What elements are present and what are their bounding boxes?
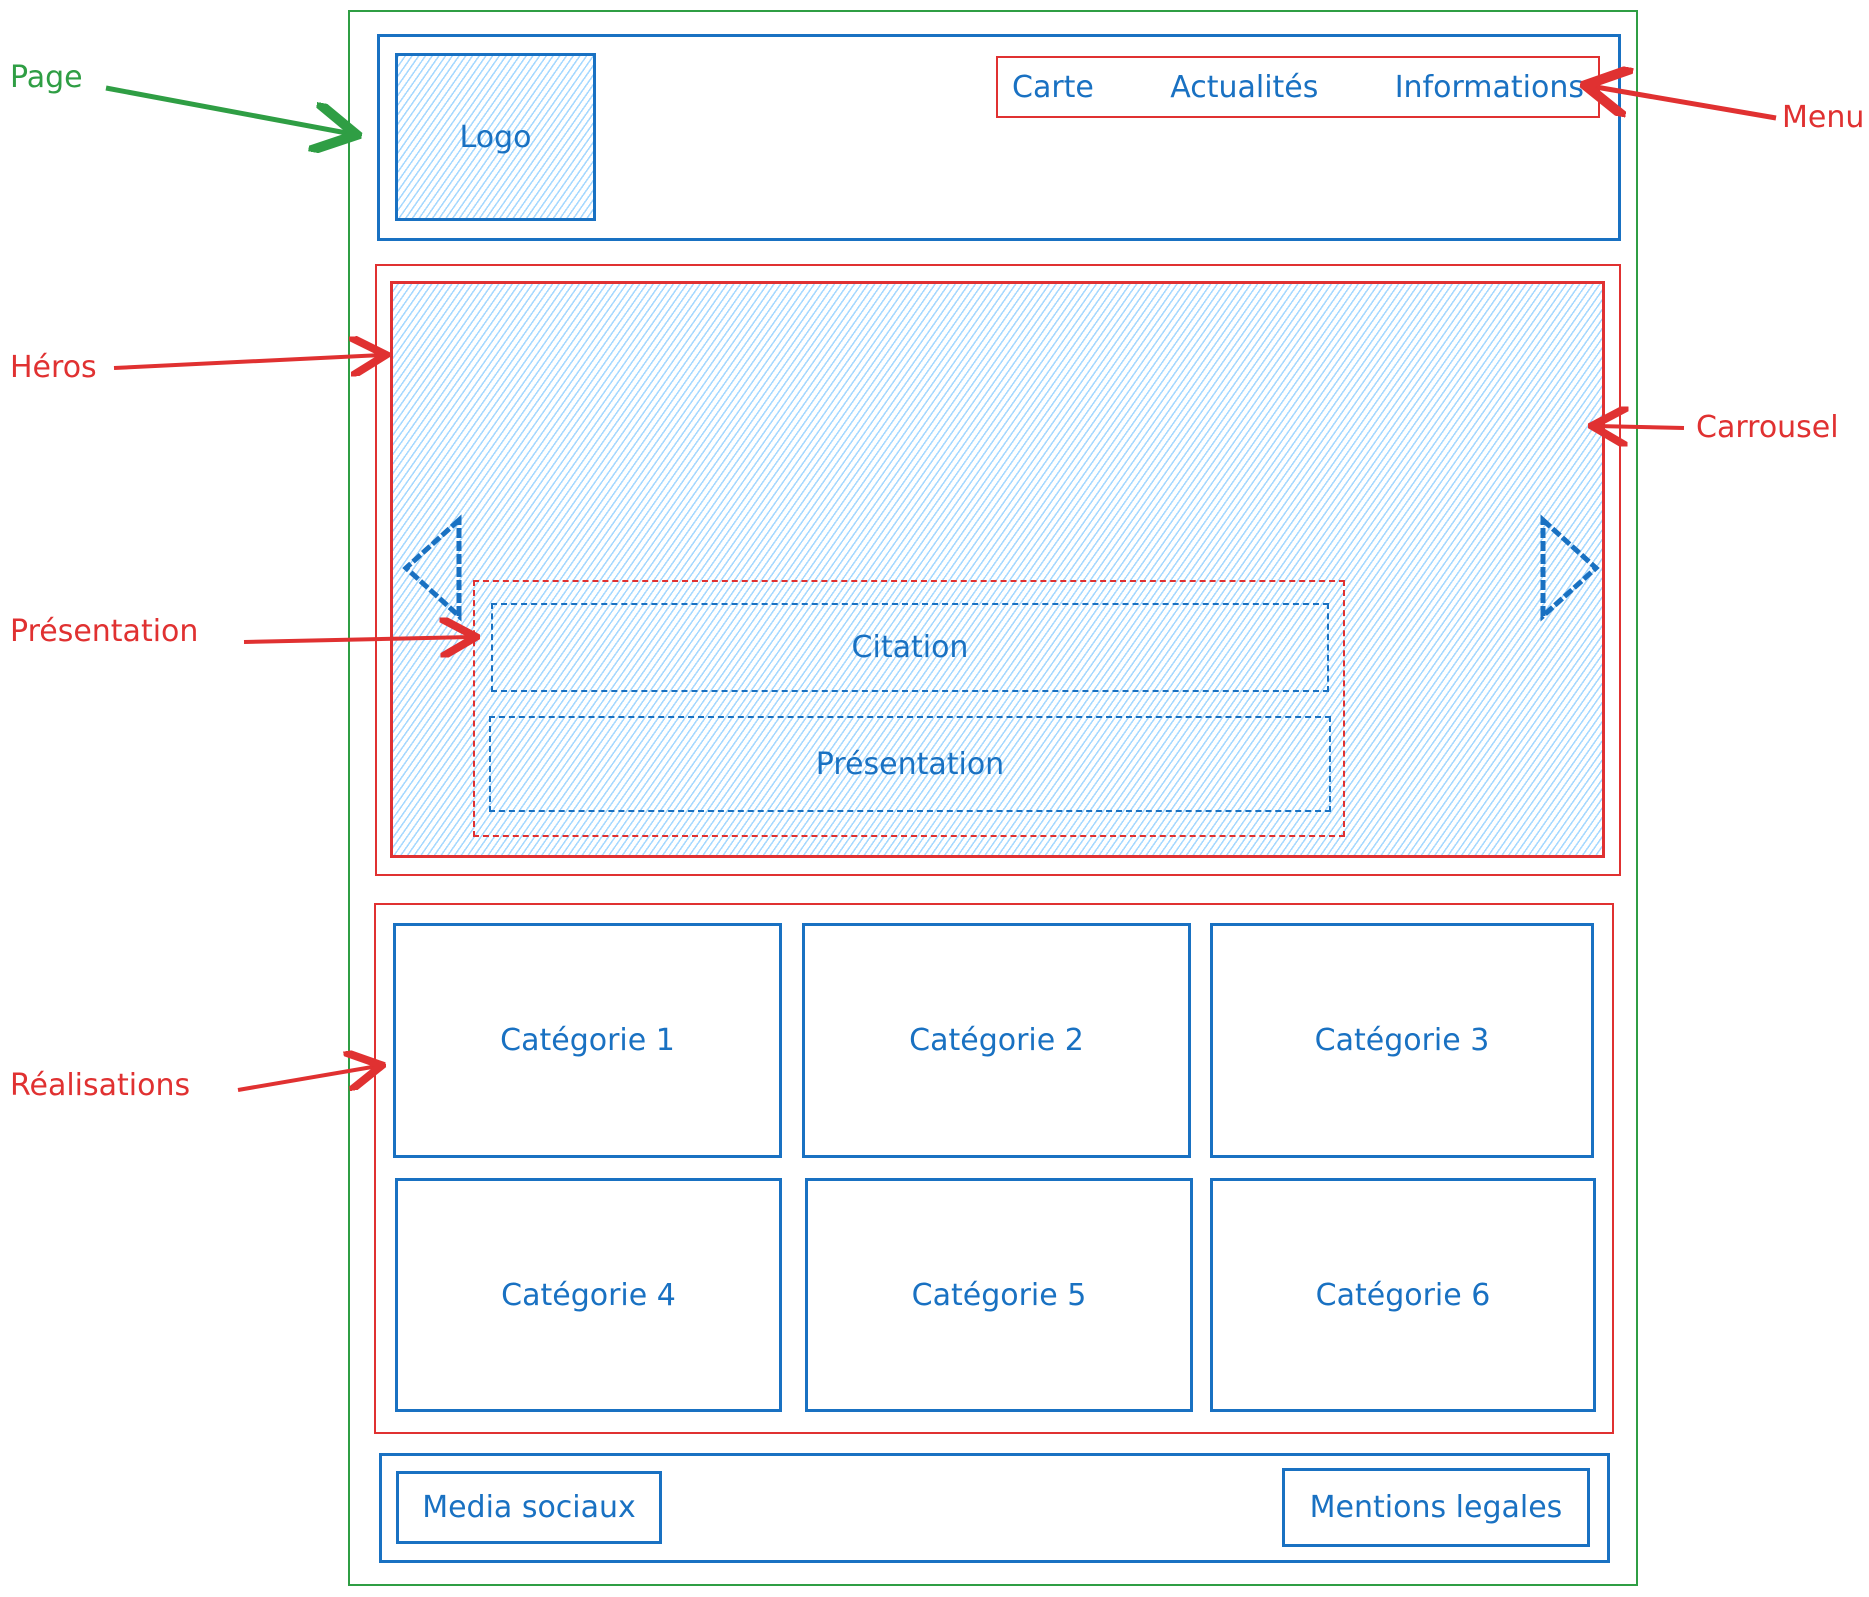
logo-label: Logo <box>459 119 532 155</box>
annotation-menu: Menu <box>1782 100 1865 135</box>
annotation-heros: Héros <box>10 350 97 385</box>
legal-notice-link[interactable]: Mentions legales <box>1282 1468 1590 1547</box>
presentation-label: Présentation <box>815 746 1005 782</box>
category-label: Catégorie 4 <box>501 1277 676 1313</box>
annotation-page: Page <box>10 60 83 95</box>
menu-item-actualites[interactable]: Actualités <box>1170 69 1319 105</box>
menu-item-carte[interactable]: Carte <box>1012 69 1094 105</box>
arrow-carrousel <box>1596 426 1685 428</box>
category-card[interactable]: Catégorie 1 <box>393 923 782 1158</box>
carousel <box>390 281 1605 858</box>
legal-notice-label: Mentions legales <box>1309 1490 1563 1525</box>
social-media-link[interactable]: Media sociaux <box>396 1471 662 1544</box>
category-card[interactable]: Catégorie 2 <box>802 923 1191 1158</box>
triangle-left-icon[interactable] <box>402 514 462 622</box>
category-label: Catégorie 1 <box>500 1023 675 1058</box>
arrow-heros <box>113 355 382 368</box>
footer <box>379 1453 1610 1563</box>
citation-box: Citation <box>491 603 1329 692</box>
arrow-realisations <box>237 1066 378 1092</box>
triangle-right-icon[interactable] <box>1540 514 1600 622</box>
arrow-menu <box>1590 86 1777 121</box>
header <box>377 34 1621 241</box>
realisations-section <box>374 903 1614 1434</box>
category-card[interactable]: Catégorie 4 <box>395 1178 782 1412</box>
presentation-block <box>473 580 1345 837</box>
social-media-label: Media sociaux <box>422 1490 636 1525</box>
annotation-realisations: Réalisations <box>10 1068 191 1103</box>
category-label: Catégorie 5 <box>911 1277 1087 1313</box>
page-frame <box>348 10 1638 1586</box>
category-card[interactable]: Catégorie 6 <box>1210 1178 1596 1412</box>
hero-section <box>375 264 1621 876</box>
menu: Carte Actualités Informations <box>996 56 1600 118</box>
presentation-box: Présentation <box>489 716 1331 812</box>
citation-label: Citation <box>851 630 969 665</box>
menu-item-informations[interactable]: Informations <box>1394 69 1584 105</box>
category-card[interactable]: Catégorie 5 <box>805 1178 1193 1412</box>
logo[interactable]: Logo <box>395 53 596 221</box>
category-card[interactable]: Catégorie 3 <box>1210 923 1594 1158</box>
arrow-page <box>105 85 352 134</box>
category-label: Catégorie 6 <box>1315 1277 1491 1313</box>
arrow-presentation <box>243 637 472 642</box>
category-label: Catégorie 2 <box>909 1023 1084 1058</box>
category-label: Catégorie 3 <box>1314 1023 1490 1058</box>
annotation-carrousel: Carrousel <box>1696 410 1839 445</box>
annotation-presentation: Présentation <box>10 614 199 649</box>
